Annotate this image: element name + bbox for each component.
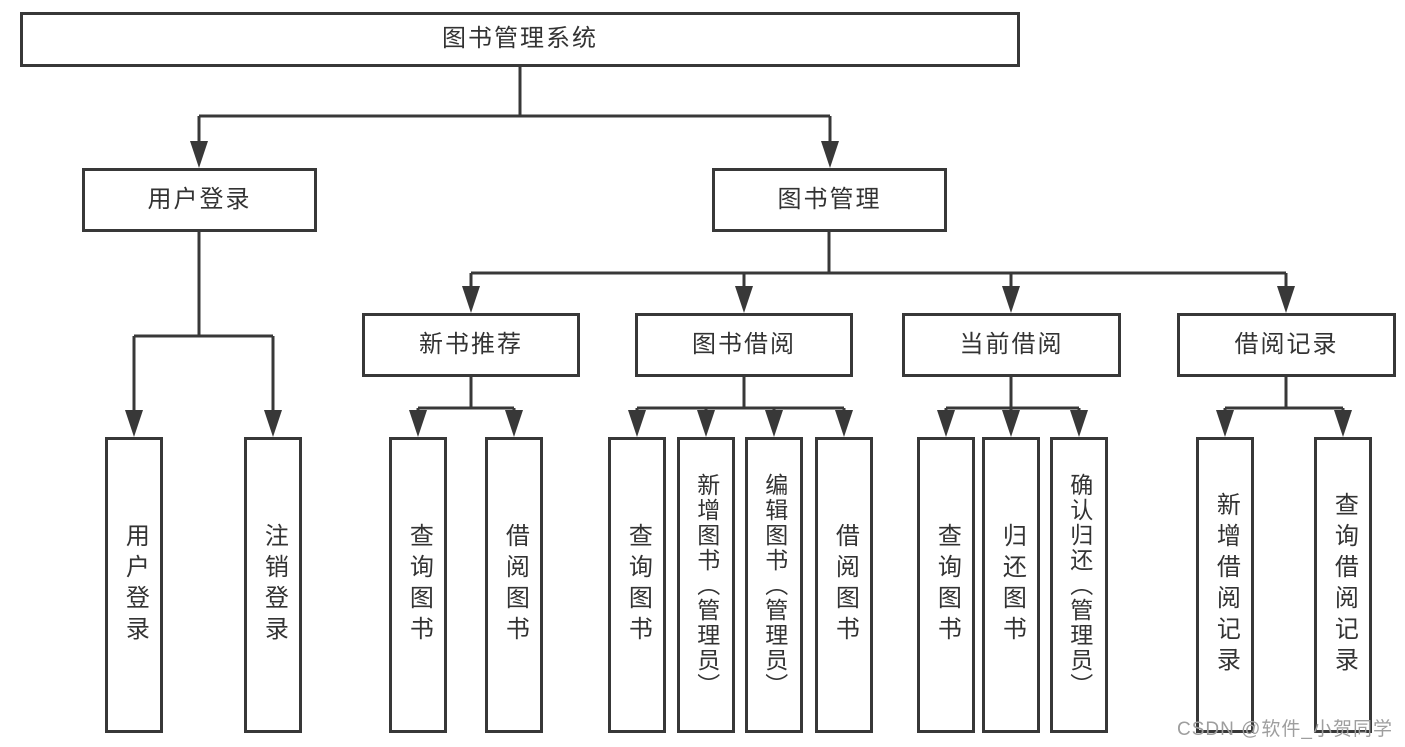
leaf-query-borrow-record: 查询借阅记录 xyxy=(1314,437,1372,733)
leaf-user-login: 用户登录 xyxy=(105,437,163,733)
node-book-management: 图书管理 xyxy=(712,168,947,232)
leaf-query-books-recommend: 查询图书 xyxy=(389,437,447,733)
leaf-edit-books-admin: 编辑图书（管理员） xyxy=(745,437,803,733)
leaf-add-books-admin: 新增图书（管理员） xyxy=(677,437,735,733)
leaf-query-books-current: 查询图书 xyxy=(917,437,975,733)
arrowheads xyxy=(125,141,1352,437)
node-borrowing-records: 借阅记录 xyxy=(1177,313,1396,377)
csdn-watermark: CSDN @软件_小贺同学 xyxy=(1177,719,1393,740)
leaf-borrow-books: 借阅图书 xyxy=(815,437,873,733)
node-user-login: 用户登录 xyxy=(82,168,317,232)
node-new-book-recommend: 新书推荐 xyxy=(362,313,580,377)
node-current-borrowing: 当前借阅 xyxy=(902,313,1121,377)
leaf-borrow-books-recommend: 借阅图书 xyxy=(485,437,543,733)
leaf-return-books: 归还图书 xyxy=(982,437,1040,733)
leaf-confirm-return-admin: 确认归还（管理员） xyxy=(1050,437,1108,733)
leaf-query-books-borrowing: 查询图书 xyxy=(608,437,666,733)
node-root: 图书管理系统 xyxy=(20,12,1020,67)
node-book-borrowing: 图书借阅 xyxy=(635,313,853,377)
leaf-logout: 注销登录 xyxy=(244,437,302,733)
leaf-add-borrow-record: 新增借阅记录 xyxy=(1196,437,1254,733)
